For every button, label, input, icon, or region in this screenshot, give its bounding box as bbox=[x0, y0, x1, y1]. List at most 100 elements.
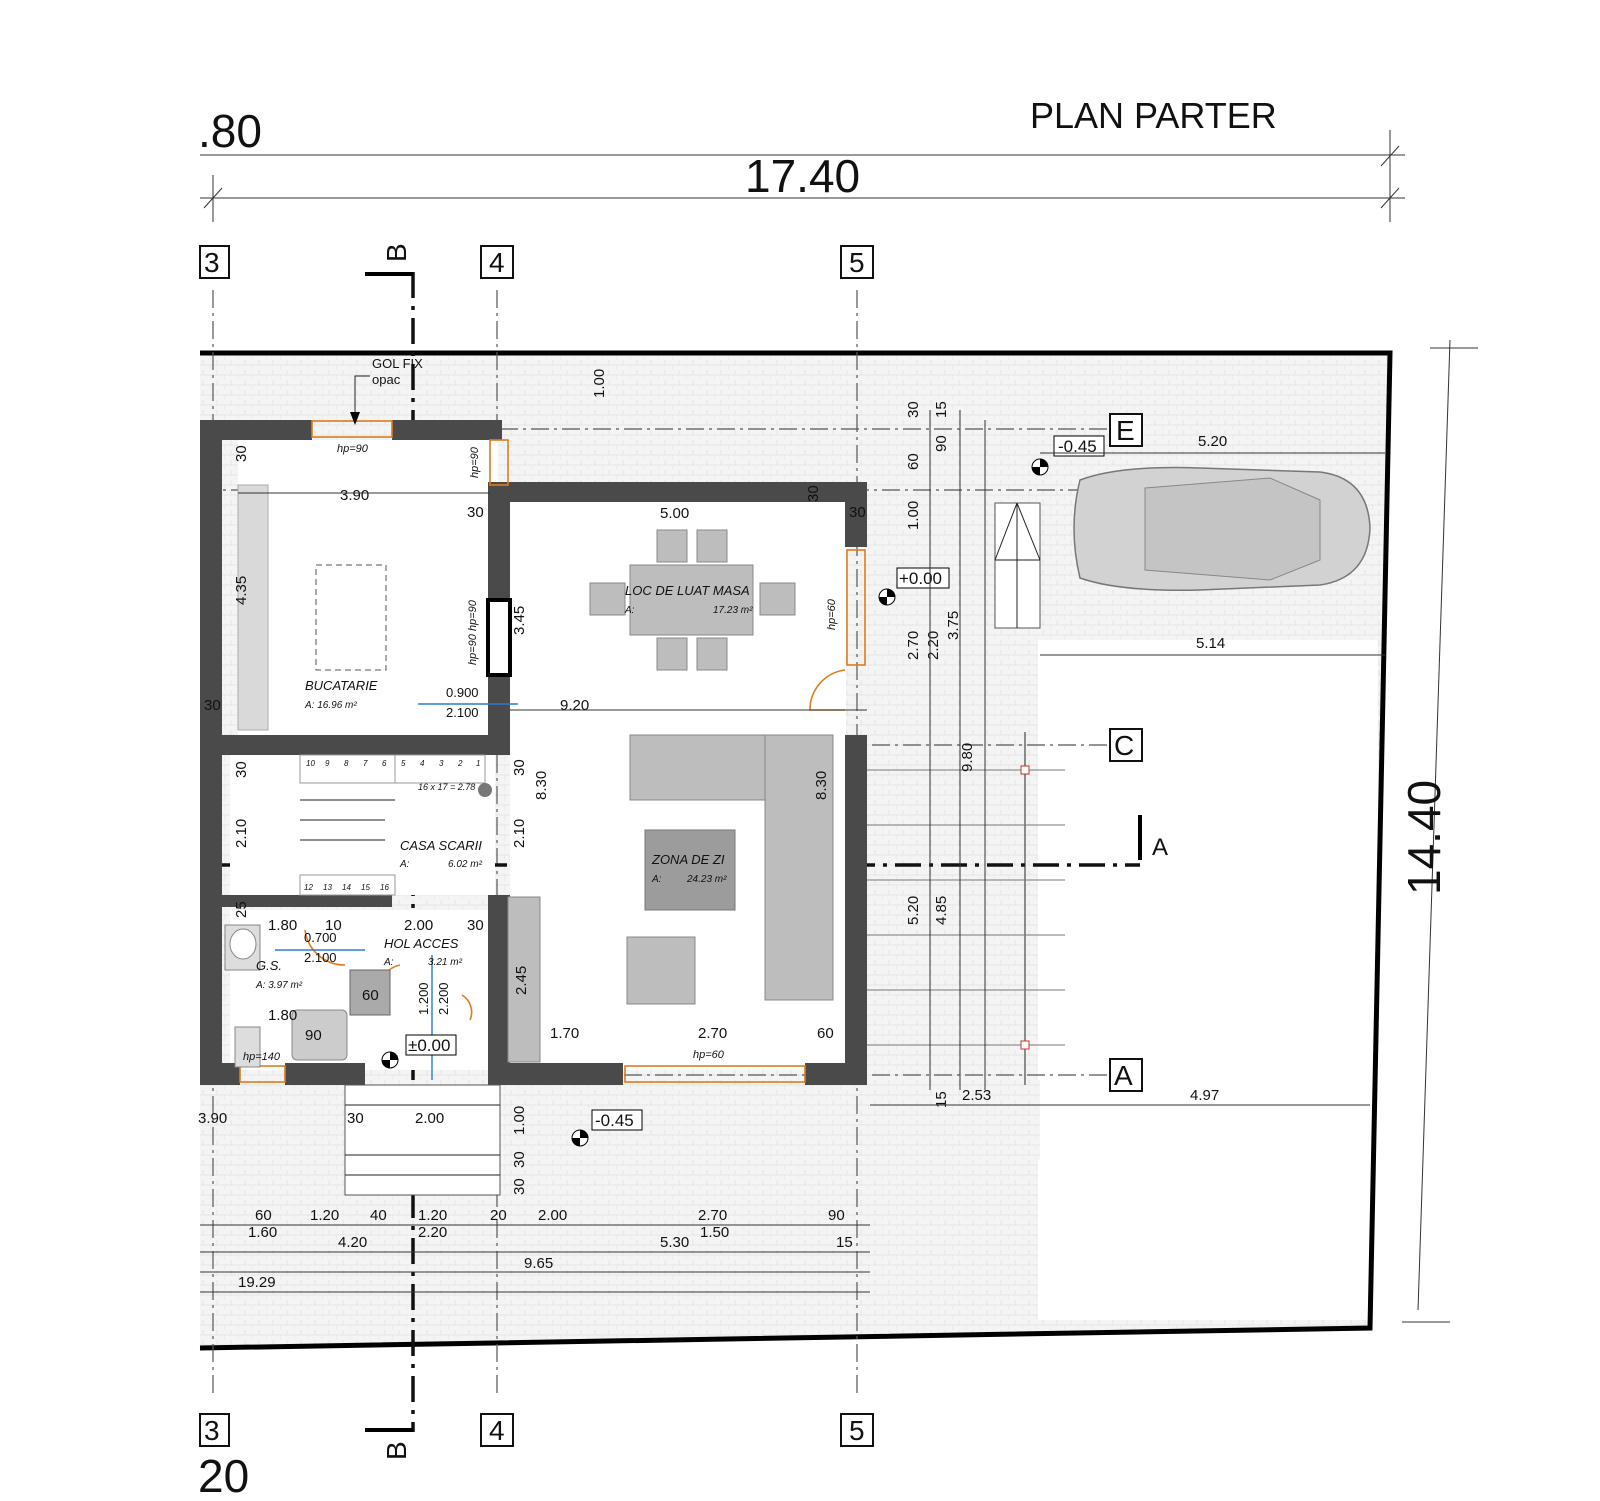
stair-step-12: 12 bbox=[304, 883, 313, 892]
dim-830-b: 8.30 bbox=[813, 771, 830, 800]
dim-30-c: 30 bbox=[805, 485, 822, 502]
dim-30-l: 30 bbox=[511, 1178, 528, 1195]
dim-390-b: 3.90 bbox=[198, 1110, 227, 1127]
elevation-entry: ±0.00 bbox=[408, 1036, 450, 1055]
stair-step-1: 1 bbox=[476, 759, 480, 768]
room-name-living: ZONA DE ZI bbox=[651, 852, 725, 867]
dim-25: 25 bbox=[233, 901, 250, 918]
note-hp90-dining: hp=90 hp=90 bbox=[467, 599, 479, 665]
note-hp140: hp=140 bbox=[243, 1051, 281, 1063]
dim-253: 2.53 bbox=[962, 1087, 991, 1104]
carport bbox=[994, 466, 1371, 629]
axis-label-c: C bbox=[1114, 730, 1134, 761]
dim-100-c: 1.00 bbox=[511, 1106, 528, 1135]
section-marker-b-bottom: B bbox=[381, 1441, 412, 1460]
stair-step-13: 13 bbox=[323, 883, 332, 892]
section-marker-b-top: B bbox=[381, 243, 412, 262]
dim-15-c: 15 bbox=[836, 1234, 853, 1251]
dim-180-a: 1.80 bbox=[268, 917, 297, 934]
dim-15-a: 15 bbox=[933, 401, 950, 418]
elevation-front: -0.45 bbox=[595, 1111, 634, 1130]
dim-120-a: 1.20 bbox=[310, 1207, 339, 1224]
dim-60-c: 60 bbox=[905, 453, 922, 470]
stair-step-2: 2 bbox=[457, 759, 463, 768]
dim-100-b: 1.00 bbox=[905, 501, 922, 530]
room-area-value-living: 24.23 m² bbox=[686, 874, 727, 885]
stair-step-4: 4 bbox=[420, 759, 425, 768]
room-area-prefix-dining: A: bbox=[624, 605, 635, 616]
partial-top-dimension-label: .80 bbox=[198, 105, 262, 157]
room-area-prefix-hall: A: bbox=[383, 957, 394, 968]
dim-435: 4.35 bbox=[233, 576, 250, 605]
dim-500: 5.00 bbox=[660, 505, 689, 522]
room-area-kitchen: A: 16.96 m² bbox=[304, 700, 357, 711]
pergola bbox=[867, 732, 1065, 1085]
stair-formula: 16 x 17 = 2.78 bbox=[418, 782, 475, 792]
dim-390: 3.90 bbox=[340, 487, 369, 504]
stair-step-5: 5 bbox=[401, 759, 406, 768]
room-name-kitchen: BUCATARIE bbox=[305, 678, 378, 693]
stair-floor bbox=[230, 755, 495, 895]
dim-10: 10 bbox=[325, 917, 342, 934]
elevation-floor: +0.00 bbox=[899, 569, 942, 588]
dim-20: 20 bbox=[490, 1207, 507, 1224]
dimension-labels-vertical: 30 4.35 30 3.45 30 30 2.10 8.30 2.10 8.3… bbox=[233, 369, 976, 1195]
dim-60-d: 60 bbox=[255, 1207, 272, 1224]
drawing-title: PLAN PARTER bbox=[1030, 95, 1277, 136]
dim-220-b: 2.20 bbox=[418, 1224, 447, 1241]
dim-210-b: 2.10 bbox=[511, 819, 528, 848]
stair-step-7: 7 bbox=[363, 759, 368, 768]
note-hp90-kitchen: hp=90 bbox=[337, 443, 369, 455]
staircase: 10 9 8 7 6 5 4 3 2 1 12 13 14 15 16 16 x… bbox=[299, 754, 492, 896]
room-area-value-stairs: 6.02 m² bbox=[448, 859, 483, 870]
dim-2200: 2.200 bbox=[436, 982, 451, 1015]
room-name-stairs: CASA SCARII bbox=[400, 838, 482, 853]
stair-step-10: 10 bbox=[306, 759, 315, 768]
stair-step-3: 3 bbox=[439, 759, 444, 768]
stair-step-15: 15 bbox=[361, 883, 370, 892]
dim-160: 1.60 bbox=[248, 1224, 277, 1241]
dim-30-k: 30 bbox=[511, 1151, 528, 1168]
room-area-value-hall: 3.21 m² bbox=[428, 957, 463, 968]
bathroom-fixtures bbox=[224, 924, 391, 1068]
dim-830-a: 8.30 bbox=[533, 771, 550, 800]
dim-30-d: 30 bbox=[511, 759, 528, 776]
dimension-lines bbox=[200, 410, 1385, 1293]
openings bbox=[239, 420, 866, 1083]
dim-30-e: 30 bbox=[849, 504, 866, 521]
dim-30-h: 30 bbox=[467, 917, 484, 934]
annotations: GOL FIX opac hp=90 hp=90 hp=90 hp=90 hp=… bbox=[243, 356, 838, 1063]
stair-step-9: 9 bbox=[325, 759, 330, 768]
dim-30-g: 30 bbox=[233, 761, 250, 778]
dim-920: 9.20 bbox=[560, 697, 589, 714]
axis-label-5-top: 5 bbox=[849, 247, 865, 278]
dim-1200: 1.200 bbox=[416, 982, 431, 1015]
note-hp60-living: hp=60 bbox=[693, 1049, 725, 1061]
dim-520-b: 5.20 bbox=[905, 896, 922, 925]
stair-step-6: 6 bbox=[382, 759, 387, 768]
room-area-prefix-stairs: A: bbox=[399, 859, 410, 870]
dim-0900: 0.900 bbox=[446, 685, 479, 700]
dim-965: 9.65 bbox=[524, 1255, 553, 1272]
dim-514: 5.14 bbox=[1196, 635, 1225, 652]
axis-label-5-bottom: 5 bbox=[849, 1415, 865, 1446]
axis-label-3-top: 3 bbox=[204, 247, 220, 278]
dim-270-b: 2.70 bbox=[905, 631, 922, 660]
dim-345: 3.45 bbox=[511, 606, 528, 635]
dim-245: 2.45 bbox=[513, 966, 530, 995]
axis-bubbles-bottom: 3 4 5 20 bbox=[198, 1413, 874, 1501]
overall-height-label: 14.40 bbox=[1398, 780, 1450, 895]
dim-180-b: 1.80 bbox=[268, 1007, 297, 1024]
dim-60-a: 60 bbox=[362, 987, 379, 1004]
dim-420: 4.20 bbox=[338, 1234, 367, 1251]
note-opac: opac bbox=[372, 372, 401, 387]
dim-90-c: 90 bbox=[828, 1207, 845, 1224]
lawn-area bbox=[1038, 640, 1378, 1320]
dim-200-b: 2.00 bbox=[415, 1110, 444, 1127]
dim-170: 1.70 bbox=[550, 1025, 579, 1042]
axis-label-e: E bbox=[1116, 415, 1135, 446]
dim-30-i: 30 bbox=[905, 401, 922, 418]
room-area-prefix-living: A: bbox=[651, 874, 662, 885]
dim-1929: 19.29 bbox=[238, 1274, 276, 1291]
